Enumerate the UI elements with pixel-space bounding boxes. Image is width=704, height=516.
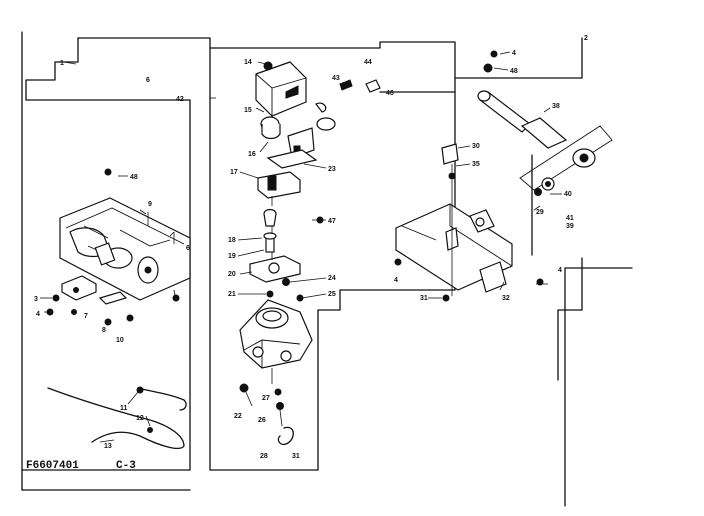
callout-28: 28 (260, 453, 268, 460)
callout-4-right: 4 (558, 267, 562, 274)
callout-25: 25 (328, 291, 336, 298)
callout-1: 1 (60, 60, 64, 67)
callout-24: 24 (328, 275, 336, 282)
callout-22: 22 (234, 413, 242, 420)
right-bracket (394, 143, 544, 302)
callout-11: 11 (120, 405, 128, 412)
callout-38: 38 (552, 103, 560, 110)
callout-17: 17 (230, 169, 238, 176)
center-panel-outline (209, 47, 456, 471)
screw-14 (263, 61, 273, 71)
callout-21: 21 (228, 291, 236, 298)
callout-leaders (40, 51, 562, 443)
callout-14: 14 (244, 59, 252, 66)
callout-35: 35 (472, 161, 480, 168)
callout-20: 20 (228, 271, 236, 278)
figure-code: F6607401 (26, 460, 79, 472)
callout-32: 32 (502, 295, 510, 302)
thermocouple-and-tube (47, 386, 187, 450)
callout-41: 41 (566, 215, 574, 222)
outer-boundary-lines (21, 31, 633, 507)
callout-40: 40 (564, 191, 572, 198)
callout-12: 12 (136, 415, 144, 422)
callout-48-left: 48 (130, 174, 138, 181)
callout-43: 43 (332, 75, 340, 82)
callout-8: 8 (102, 327, 106, 334)
callout-4-top-right: 4 (512, 50, 516, 57)
pilot-bracket (46, 168, 180, 326)
callout-48-right: 48 (510, 68, 518, 75)
valve-cover (255, 61, 307, 117)
callout-42: 42 (176, 96, 184, 103)
page-code: C-3 (116, 460, 136, 472)
callout-31-bracket: 31 (420, 295, 428, 302)
callout-30: 30 (472, 143, 480, 150)
callout-4-left: 4 (36, 311, 40, 318)
callout-44: 44 (364, 59, 372, 66)
right-sub-outline (379, 91, 533, 256)
valve-stack (239, 79, 381, 446)
callout-16: 16 (248, 151, 256, 158)
callout-labels: 1 2 3 4 4 4 4 6 6 7 8 9 10 11 12 13 14 1… (34, 35, 588, 460)
burner-arm-assembly (59, 197, 191, 301)
callout-39: 39 (566, 223, 574, 230)
callout-46: 46 (386, 90, 394, 97)
callout-6-arm: 6 (186, 245, 190, 252)
callout-23: 23 (328, 166, 336, 173)
callout-19: 19 (228, 253, 236, 260)
callout-31-valve: 31 (292, 453, 300, 460)
callout-47: 47 (328, 218, 336, 225)
callout-9: 9 (148, 201, 152, 208)
callout-18: 18 (228, 237, 236, 244)
callout-26: 26 (258, 417, 266, 424)
callout-3: 3 (34, 296, 38, 303)
callout-10: 10 (116, 337, 124, 344)
callout-6-top: 6 (146, 77, 150, 84)
callout-27: 27 (262, 395, 270, 402)
callout-13: 13 (104, 443, 112, 450)
callout-7: 7 (84, 313, 88, 320)
callout-4-bracket: 4 (394, 277, 398, 284)
callout-29: 29 (536, 209, 544, 216)
left-region-outline (21, 37, 191, 471)
callout-15: 15 (244, 107, 252, 114)
screw-3 (52, 294, 60, 302)
solenoid-parts (260, 102, 336, 169)
orifice-assembly (519, 125, 613, 196)
right-top-hardware (477, 50, 568, 149)
callout-2: 2 (584, 35, 588, 42)
